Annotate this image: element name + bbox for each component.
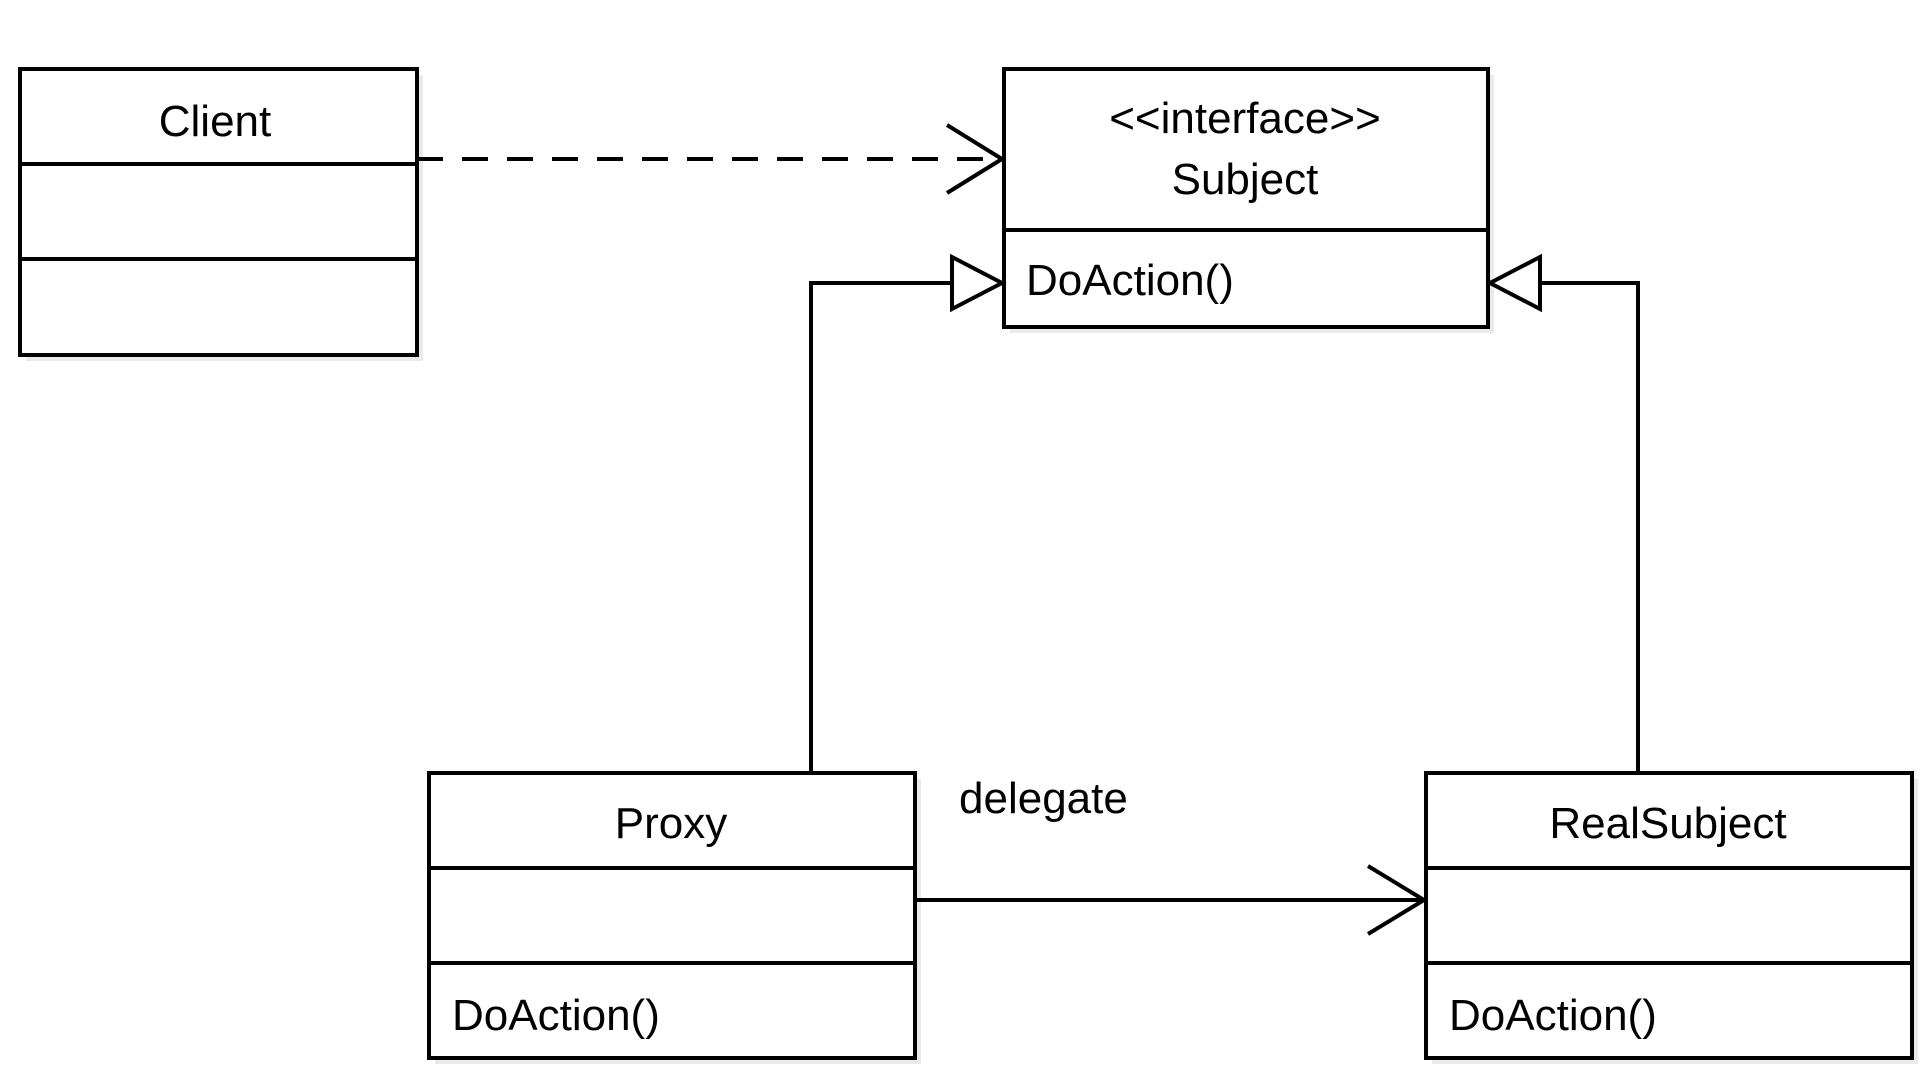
proxy-box[interactable] bbox=[427, 771, 917, 1060]
proxy-class-name: Proxy bbox=[615, 799, 727, 848]
real-subject-box[interactable] bbox=[1424, 771, 1914, 1060]
real-subject-subject-generalization-triangle bbox=[1485, 253, 1542, 313]
proxy-subject-generalization-line[interactable] bbox=[809, 281, 952, 773]
real-subject-subject-generalization-line[interactable] bbox=[1540, 281, 1640, 773]
client-subject-dependency[interactable] bbox=[417, 123, 1006, 195]
client-box[interactable] bbox=[18, 67, 419, 357]
subject-class-name: Subject bbox=[1172, 155, 1319, 204]
subject-interface-box[interactable]: <<interface>> Subject DoAction() bbox=[1002, 67, 1490, 329]
delegate-label: delegate bbox=[959, 774, 1128, 823]
proxy-subject-generalization[interactable] bbox=[809, 253, 1007, 773]
subject-method-doaction: DoAction() bbox=[1026, 256, 1234, 305]
proxy-subject-generalization-triangle bbox=[950, 253, 1007, 313]
proxy-real-subject-delegate-association[interactable]: delegate bbox=[915, 774, 1428, 936]
real-subject-class-name: RealSubject bbox=[1549, 799, 1786, 848]
client-class-name: Client bbox=[159, 97, 272, 146]
delegate-open-arrowhead bbox=[1366, 864, 1428, 936]
real-subject-method-doaction: DoAction() bbox=[1449, 991, 1657, 1040]
real-subject-subject-generalization[interactable] bbox=[1485, 253, 1640, 773]
dependency-open-arrowhead bbox=[945, 123, 1006, 195]
proxy-class-box[interactable]: Proxy DoAction() bbox=[427, 771, 917, 1060]
subject-stereotype: <<interface>> bbox=[1109, 94, 1381, 143]
subject-box[interactable] bbox=[1002, 67, 1490, 329]
proxy-method-doaction: DoAction() bbox=[452, 991, 660, 1040]
client-class-box[interactable]: Client bbox=[18, 67, 419, 357]
real-subject-class-box[interactable]: RealSubject DoAction() bbox=[1424, 771, 1914, 1060]
